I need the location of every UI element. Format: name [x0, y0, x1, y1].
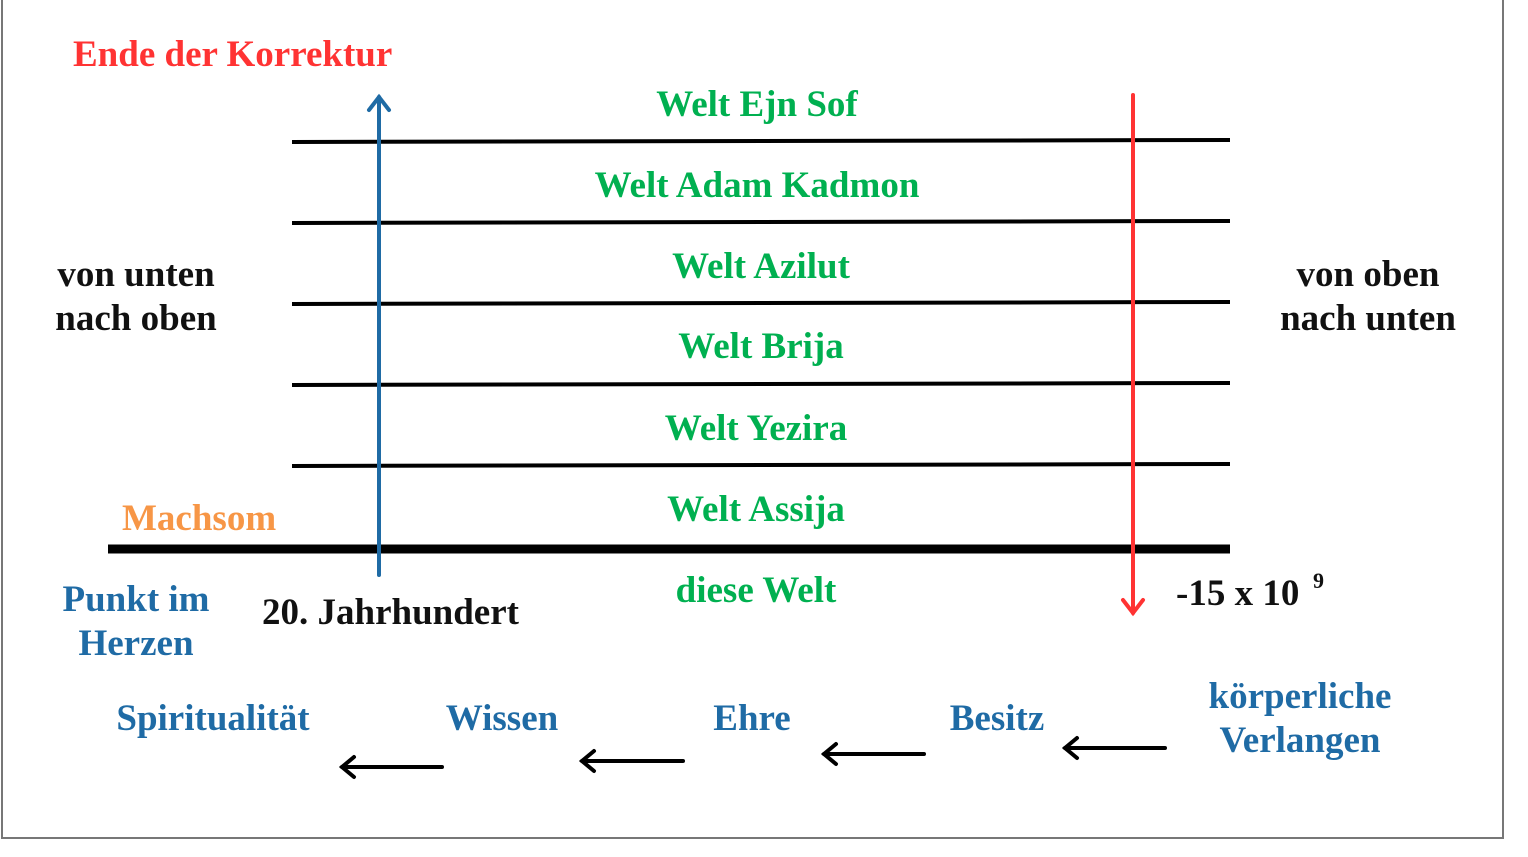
- century-label: 20. Jahrhundert: [262, 592, 520, 633]
- time-label: -15 x 10: [1176, 573, 1299, 614]
- arrow-left-icon: [820, 742, 926, 766]
- desire-honor: Ehre: [713, 698, 790, 739]
- desire-bodily: Verlangen: [1219, 720, 1380, 761]
- desire-wealth: Besitz: [950, 698, 1045, 739]
- arrow-left-icon: [1061, 736, 1167, 760]
- separator-line: [291, 219, 1231, 225]
- desire-bodily: körperliche: [1209, 676, 1392, 717]
- descent-arrow-icon: [1121, 93, 1145, 617]
- end-of-correction-label: Ende der Korrektur: [73, 34, 392, 75]
- machsom-label: Machsom: [122, 498, 276, 539]
- world-label: Welt Azilut: [672, 246, 850, 287]
- point-in-heart-label: Herzen: [78, 623, 193, 664]
- desire-spirituality: Spiritualität: [116, 698, 310, 739]
- bottom-up-label: nach oben: [55, 298, 217, 339]
- arrow-left-icon: [578, 749, 685, 773]
- frame-border: [1, 0, 1504, 839]
- bottom-up-label: von unten: [57, 254, 215, 295]
- separator-line: [291, 138, 1231, 144]
- time-exponent: 9: [1313, 568, 1324, 593]
- world-label: Welt Assija: [667, 489, 845, 530]
- world-separators: [291, 138, 1231, 468]
- ascent-arrow-icon: [367, 93, 391, 577]
- desire-knowledge: Wissen: [446, 698, 559, 739]
- separator-line: [291, 462, 1231, 468]
- separator-line: [291, 381, 1231, 387]
- top-down-label: von oben: [1297, 254, 1440, 295]
- separator-line: [291, 300, 1231, 306]
- world-label: Welt Brija: [678, 326, 843, 367]
- world-label: Welt Yezira: [665, 408, 848, 449]
- point-in-heart-label: Punkt im: [62, 579, 209, 620]
- arrow-left-icon: [338, 755, 444, 779]
- world-label: diese Welt: [676, 570, 837, 611]
- world-label: Welt Ejn Sof: [656, 84, 858, 125]
- world-label: Welt Adam Kadmon: [595, 165, 920, 206]
- top-down-label: nach unten: [1280, 298, 1456, 339]
